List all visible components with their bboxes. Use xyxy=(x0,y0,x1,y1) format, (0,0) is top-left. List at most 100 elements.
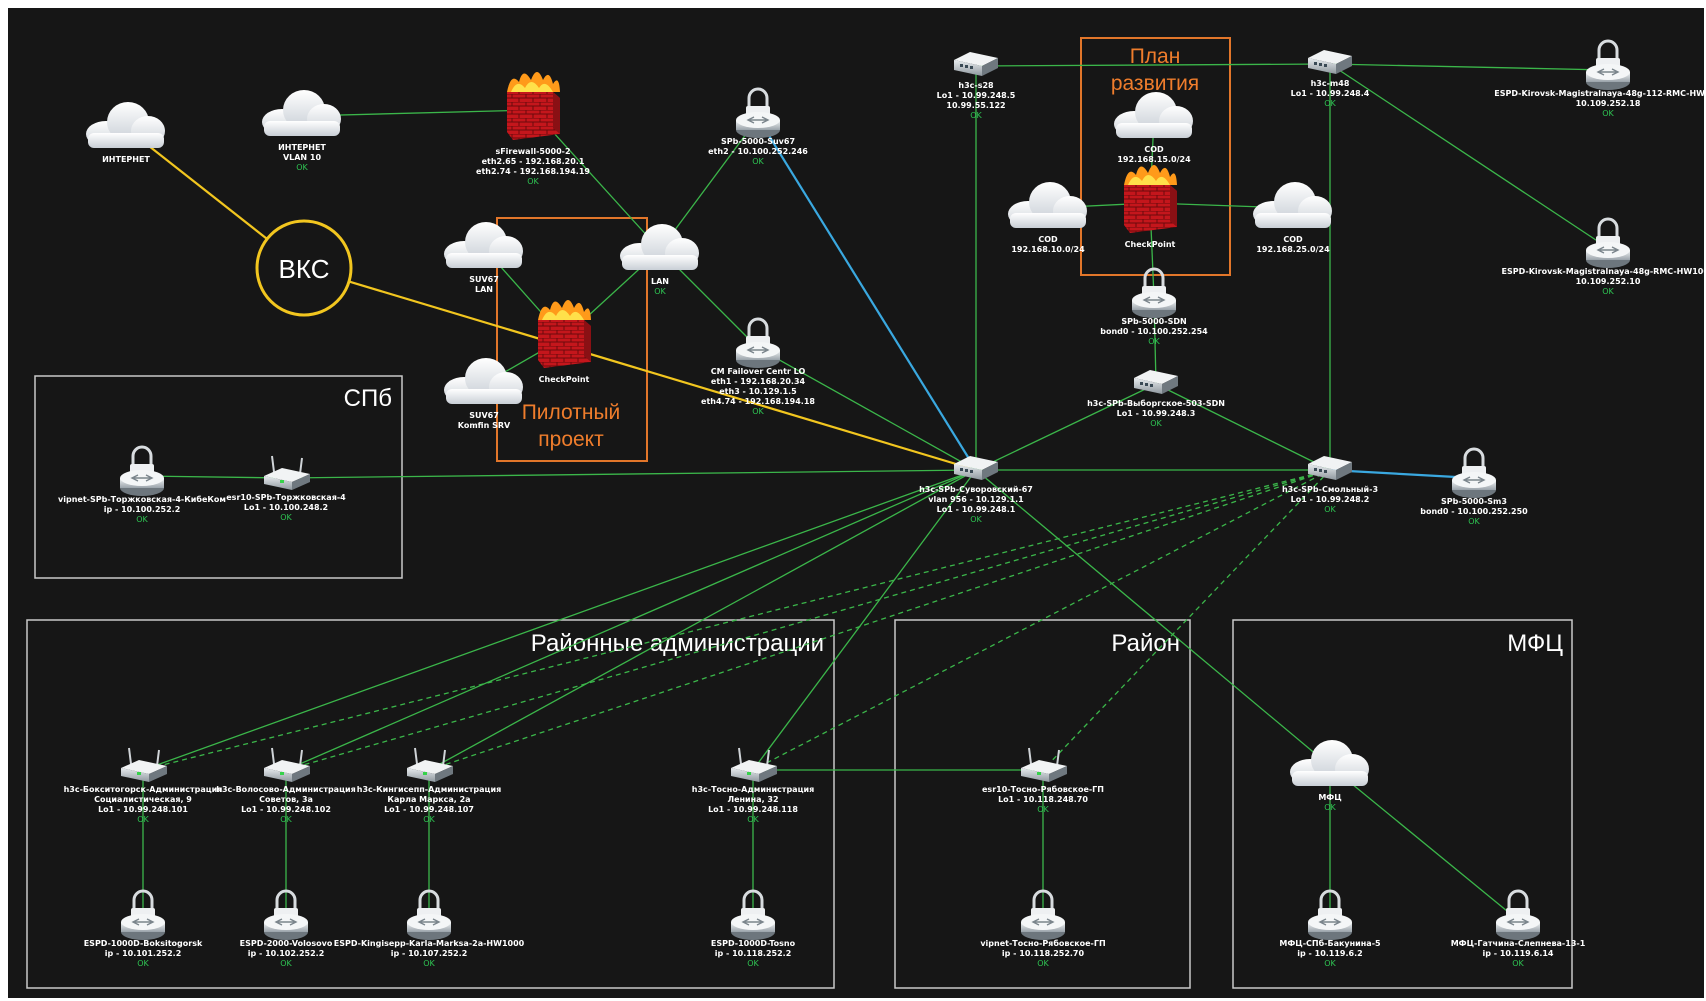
cmfailover-label-2: eth3 - 10.129.1.5 xyxy=(719,387,797,396)
suvorov-status: OK xyxy=(970,515,982,524)
mfc_bak-status: OK xyxy=(1324,959,1336,968)
sdn-label-0: SPb-5000-SDN xyxy=(1121,317,1186,326)
espd_volos-label-0: ESPD-2000-Volosovo xyxy=(240,939,333,948)
kingis-label-1: Карла Маркса, 2а xyxy=(387,795,470,804)
firewall5000-label-2: eth2.74 - 192.168.194.19 xyxy=(476,167,590,176)
espd_boks-status: OK xyxy=(137,959,149,968)
plan-group-box xyxy=(1080,37,1231,276)
tosno-label-1: Ленина, 32 xyxy=(727,795,778,804)
mfc_gat-label-0: МФЦ-Гатчина-Слепнева-13-1 xyxy=(1451,939,1586,948)
smolny-label-0: h3c-SPb-Смольный-3 xyxy=(1282,485,1378,494)
node-mfc_bak[interactable]: МФЦ-СПб-Бакунина-5ip - 10.119.6.2OK xyxy=(1279,889,1381,968)
firewall5000-label-1: eth2.65 - 192.168.20.1 xyxy=(482,157,585,166)
esr_ryab-label-0: esr10-Тосно-Рябовское-ГП xyxy=(982,784,1104,794)
vks-circle xyxy=(255,219,353,317)
link-suv67-lan xyxy=(659,117,759,251)
firewall-icon xyxy=(1124,165,1177,233)
kirovsk2-label-0: ESPD-Kirovsk-Magistralnaya-48g-RMC-HW100… xyxy=(1502,267,1704,276)
h3cm8-status: OK xyxy=(1324,99,1336,108)
node-boks[interactable]: h3c-Бокситогорск-АдминистрацияСоциалисти… xyxy=(64,747,223,824)
node-checkpoint2[interactable]: CheckPoint xyxy=(1124,165,1177,249)
sdn-label-1: bond0 - 10.100.252.254 xyxy=(1100,327,1208,336)
link-smolny-tosno xyxy=(752,469,1331,771)
internet2-label-0: ИНТЕРНЕТ xyxy=(278,143,326,152)
volos-label-0: h3c-Волосово-Администрация xyxy=(216,785,356,794)
link-suvorov-mfc_cloud xyxy=(975,469,1331,767)
cod_left-label-0: COD xyxy=(1038,235,1058,244)
node-checkpoint1[interactable]: CheckPoint xyxy=(538,300,591,384)
link-vipnet_spb-esr10_spb xyxy=(141,475,287,479)
spb-group-title: СПб xyxy=(344,385,392,412)
pilot-group-box xyxy=(496,217,648,462)
suv67-label-0: SPb-5000-Suv67 xyxy=(721,137,795,146)
node-kirovsk2[interactable]: ESPD-Kirovsk-Magistralnaya-48g-RMC-HW100… xyxy=(1502,217,1704,296)
volos-status: OK xyxy=(280,815,292,824)
network-diagram: СПб Районные администрации Район МФЦ Пла… xyxy=(8,8,1704,998)
internet2-label-1: VLAN 10 xyxy=(283,153,322,162)
espd_volos-label-1: ip - 10.102.252.2 xyxy=(248,949,325,958)
pilot-title-line1: Пилотный xyxy=(522,401,621,424)
sdn-status: OK xyxy=(1148,337,1160,346)
sm3-label-1: bond0 - 10.100.252.250 xyxy=(1420,507,1528,516)
node-kirovsk1[interactable]: ESPD-Kirovsk-Magistralnaya-48g-112-RMC-H… xyxy=(1494,39,1704,118)
checkpoint2-label-0: CheckPoint xyxy=(1125,240,1176,249)
link-h3cm8-kirovsk2 xyxy=(1329,63,1609,249)
internet1-label-0: ИНТЕРНЕТ xyxy=(102,155,150,164)
esr10_spb-status: OK xyxy=(280,513,292,522)
esr10_spb-label-0: esr10-SPb-Торжковская-4 xyxy=(226,493,346,502)
suv67-status: OK xyxy=(752,157,764,166)
kirovsk1-status: OK xyxy=(1602,109,1614,118)
esr10_spb-label-1: Lo1 - 10.100.248.2 xyxy=(244,503,328,512)
vipnet_spb-label-1: ip - 10.100.252.2 xyxy=(104,505,181,514)
suvorov-label-1: vlan 956 - 10.129.1.1 xyxy=(928,495,1024,504)
suv67-label-1: eth2 - 10.100.252.246 xyxy=(708,147,808,156)
smolny-label-1: Lo1 - 10.99.248.2 xyxy=(1291,495,1370,504)
espd_kingis-label-0: ESPD-Kingisepp-Karla-Marksa-2a-HW1000 xyxy=(334,939,525,948)
node-espd_kingis[interactable]: ESPD-Kingisepp-Karla-Marksa-2a-HW1000ip … xyxy=(334,889,525,968)
suvorov-label-0: h3c-SPb-Суворовский-67 xyxy=(919,485,1033,494)
vipnet_spb-status: OK xyxy=(136,515,148,524)
h3cm8-label-1: Lo1 - 10.99.248.4 xyxy=(1291,89,1370,98)
checkpoint1-label-0: CheckPoint xyxy=(539,375,590,384)
vks-badge[interactable]: ВКС xyxy=(255,219,353,317)
mfc_gat-status: OK xyxy=(1512,959,1524,968)
firewall-icon xyxy=(538,300,591,368)
link-suvorov-tosno xyxy=(752,469,977,771)
link-esr10_spb-suvorov xyxy=(285,469,977,479)
boks-label-0: h3c-Бокситогорск-Администрация xyxy=(64,785,223,794)
diagram-canvas: СПб Районные администрации Район МФЦ Пла… xyxy=(8,8,1704,998)
sm3-label-0: SPb-5000-Sm3 xyxy=(1441,497,1507,506)
node-mfc_gat[interactable]: МФЦ-Гатчина-Слепнева-13-1ip - 10.119.6.1… xyxy=(1451,889,1586,968)
node-internet1[interactable]: ИНТЕРНЕТ xyxy=(86,102,165,164)
tosno-status: OK xyxy=(747,815,759,824)
link-suvorov-boks xyxy=(142,469,977,771)
